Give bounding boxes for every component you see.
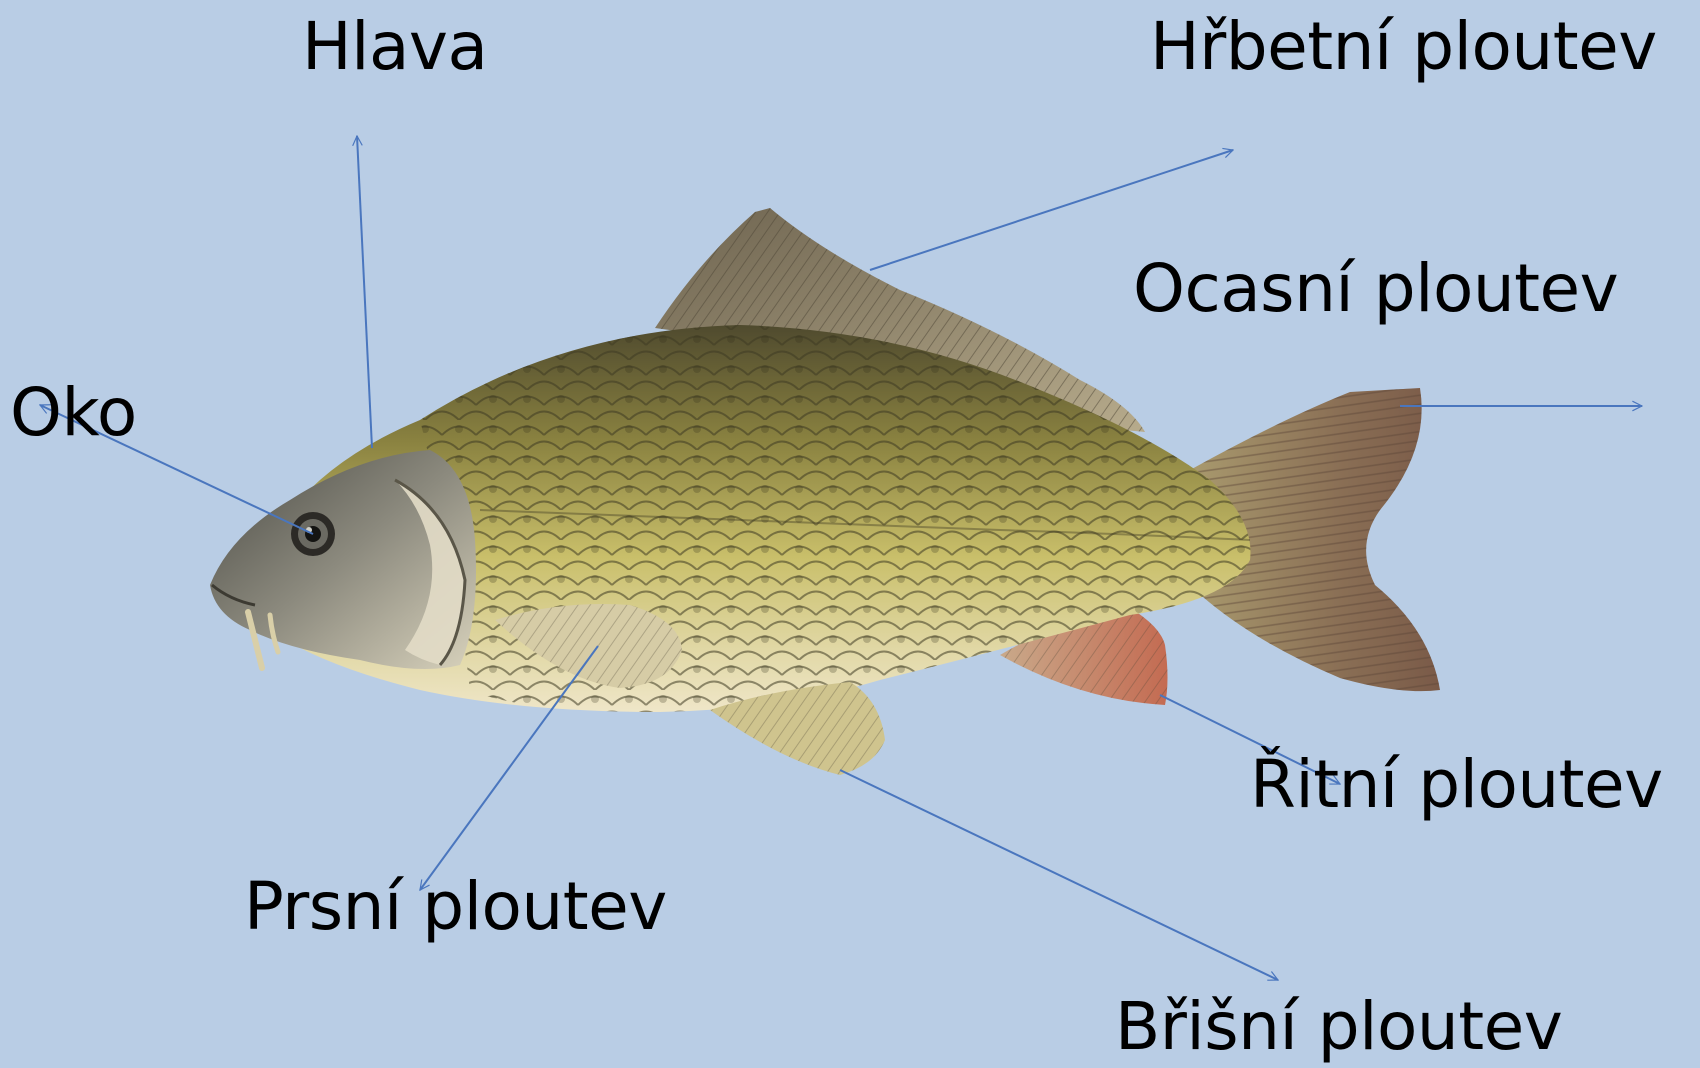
label-dorsal-fin: Hřbetní ploutev — [1150, 14, 1657, 80]
label-anal-fin: Řitní ploutev — [1250, 752, 1663, 818]
label-pectoral-fin: Prsní ploutev — [244, 874, 667, 940]
label-eye: Oko — [10, 380, 137, 446]
arrow-head — [357, 136, 372, 448]
label-caudal-fin: Ocasní ploutev — [1133, 256, 1618, 322]
arrow-pelvic-fin — [840, 770, 1278, 980]
label-head: Hlava — [302, 14, 487, 80]
label-pelvic-fin: Břišní ploutev — [1115, 994, 1562, 1060]
